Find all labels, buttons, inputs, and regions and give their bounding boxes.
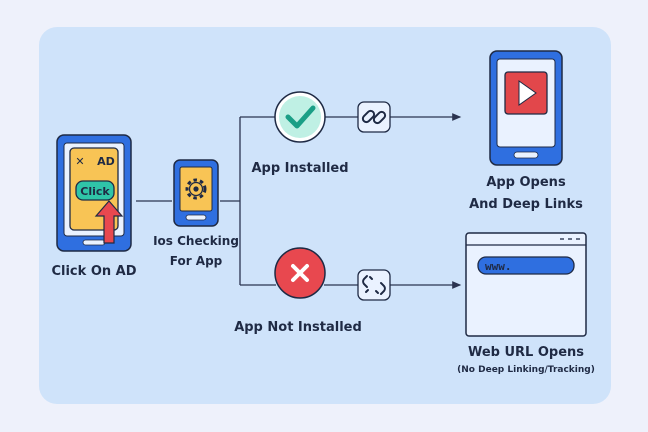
browser-window-icon: www. [465,232,587,337]
web-result-line2: (No Deep Linking/Tracking) [457,365,595,375]
app-phone [489,50,563,166]
close-icon: ✕ [75,155,84,168]
checking-caption-line1: Ios Checking [153,234,239,248]
not-installed-cross-circle [274,247,326,299]
app-result-caption: App Opens And Deep Links [460,172,592,216]
ad-click-button[interactable] [75,180,115,201]
pointer-arrow-icon [94,200,124,244]
cross-icon [291,264,309,282]
broken-link-box [357,269,391,301]
ad-phone: ✕ AD Click [56,134,132,252]
checkmark-icon [285,105,316,129]
web-result-line1: Web URL Opens [467,345,585,360]
checking-phone [173,159,219,227]
ad-label: AD [97,155,115,168]
installed-label: App Installed [251,161,349,176]
app-result-line2: And Deep Links [469,197,583,212]
checking-caption: Ios Checking For App [146,231,246,271]
url-bar [477,256,575,275]
link-box [357,101,391,133]
ad-click-label: Click [80,185,110,198]
web-result-caption: Web URL Opens (No Deep Linking/Tracking) [440,343,612,377]
play-icon [504,71,548,115]
link-icon [361,109,387,125]
broken-link-icon [362,275,386,295]
app-result-line1: App Opens [486,175,566,190]
click-on-ad-caption: Click On AD [51,264,137,279]
not-installed-label: App Not Installed [234,320,362,335]
checking-caption-line2: For App [169,254,223,268]
connector-lines [136,113,462,289]
gear-icon [185,178,207,200]
url-text: www. [485,260,512,273]
installed-check-circle [274,91,326,143]
